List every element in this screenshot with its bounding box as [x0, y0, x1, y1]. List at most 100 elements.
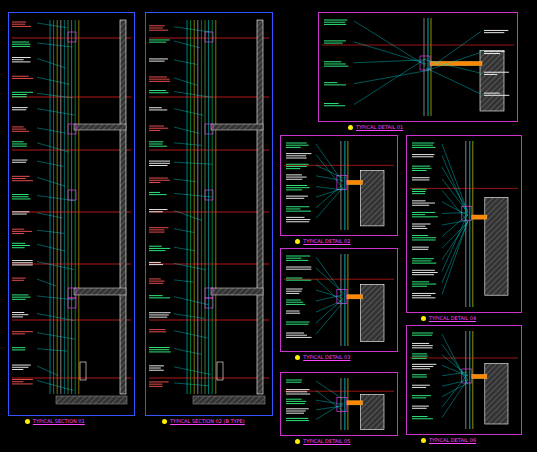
cad-line [286, 145, 309, 146]
cad-line [412, 368, 430, 369]
cad-line [149, 329, 165, 330]
cad-line [208, 20, 209, 394]
cad-line [12, 61, 31, 62]
cad-line [412, 295, 431, 296]
cad-line [12, 383, 33, 384]
cad-line [149, 297, 170, 298]
cad-line [12, 367, 28, 368]
cad-line [286, 208, 300, 209]
detail-frame: TYPICAL DETAIL 01 [318, 12, 518, 122]
cad-line [149, 128, 168, 129]
cad-line [37, 213, 63, 218]
cad-line [12, 312, 24, 313]
cad-line [412, 366, 433, 367]
cad-line [174, 331, 207, 338]
cad-line [12, 369, 23, 370]
cad-line [412, 235, 428, 236]
cad-line [12, 180, 33, 181]
cad-line [412, 200, 426, 201]
cad-line [426, 52, 481, 70]
title-symbol [295, 239, 300, 244]
cad-line [149, 146, 167, 147]
cad-line [174, 162, 212, 164]
cad-line [324, 84, 346, 85]
cad-line [412, 358, 427, 359]
cad-line [286, 198, 304, 199]
cad-line [347, 254, 348, 346]
cad-line [149, 314, 169, 315]
cad-line [64, 20, 65, 394]
cad-line [286, 155, 306, 156]
cad-line [149, 283, 163, 284]
cad-line [472, 331, 473, 429]
cad-line [412, 274, 434, 275]
cad-part [360, 394, 384, 429]
cad-part [360, 284, 384, 341]
cad-line [187, 20, 188, 394]
cad-line [442, 212, 468, 214]
cad-line [412, 353, 427, 354]
cad-line [412, 143, 434, 144]
cad-line [12, 178, 26, 179]
cad-line [149, 262, 161, 263]
cad-line [442, 167, 468, 211]
cad-line [442, 214, 468, 272]
cad-line [37, 313, 74, 320]
cad-line [286, 411, 306, 412]
cad-line [12, 146, 27, 147]
cad-line [324, 63, 346, 64]
cad-line [286, 380, 302, 381]
cad-line [412, 203, 435, 204]
cad-line [286, 408, 309, 409]
cad-part [74, 124, 126, 130]
cad-line [149, 232, 165, 233]
cad-part [347, 180, 363, 184]
cad-line [316, 268, 343, 292]
cad-line [354, 21, 426, 66]
cad-line [12, 44, 31, 45]
cad-line [442, 344, 468, 380]
cad-line [174, 193, 212, 197]
cad-line [412, 154, 434, 155]
cad-part [347, 401, 363, 405]
cad-line [484, 32, 504, 33]
cad-line [412, 293, 436, 294]
cad-line [149, 25, 165, 26]
cad-line [197, 20, 198, 394]
cad-line [174, 60, 197, 64]
cad-line [149, 58, 168, 59]
cad-line [37, 381, 73, 391]
cad-line [442, 179, 468, 213]
cad-line [12, 280, 24, 281]
cad-line [442, 156, 468, 216]
cad-line [286, 403, 305, 404]
cad-line [12, 297, 31, 298]
title-symbol [295, 355, 300, 360]
cad-line [286, 382, 302, 383]
cad-line [412, 284, 436, 285]
cad-line [149, 349, 169, 350]
cad-line [149, 351, 171, 352]
cad-line [316, 144, 343, 182]
cad-line [174, 27, 211, 32]
cad-line [412, 345, 433, 346]
cad-line [37, 43, 72, 47]
cad-line [316, 279, 343, 304]
cad-line [149, 278, 161, 279]
cad-line [149, 150, 269, 151]
cad-line [324, 66, 348, 67]
cad-line [286, 258, 301, 259]
cad-line [12, 278, 26, 279]
cad-line [149, 312, 171, 313]
cad-part [68, 190, 76, 200]
cad-line [324, 61, 341, 62]
cad-line [412, 226, 425, 227]
detail-frame: TYPICAL DETAIL 06 [406, 325, 522, 435]
cad-line [412, 263, 436, 264]
cad-line [37, 23, 67, 28]
cad-line [286, 187, 310, 188]
cad-line [12, 231, 32, 232]
cad-line [149, 141, 163, 142]
cad-line [174, 280, 193, 282]
cad-line [472, 141, 473, 307]
